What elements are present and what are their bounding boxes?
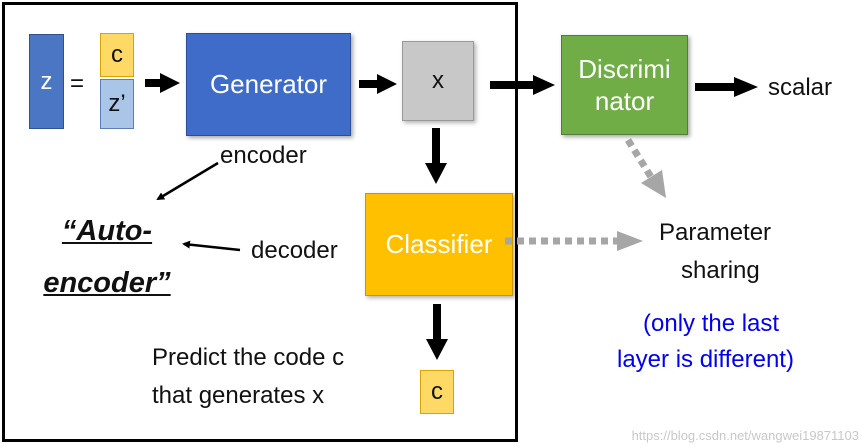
discriminator-label-line1: Discrimi (578, 54, 671, 84)
autoencoder-line2: encoder” (43, 267, 171, 299)
x-box: x (402, 41, 474, 121)
generator-label: Generator (209, 69, 328, 99)
classifier-box: Classifier (365, 193, 513, 296)
watermark: https://blog.csdn.net/wangwei19871103 (631, 428, 859, 443)
arrow-generator-to-x (359, 74, 397, 94)
predict-line1: Predict the code c (152, 344, 345, 371)
dotted-arrow-classifier-to-sharing (505, 231, 643, 251)
c-box: c (100, 33, 134, 77)
generator-frame (2, 2, 518, 442)
x-label: x (432, 67, 444, 94)
z-box: z (29, 34, 64, 129)
generator-box: Generator (186, 33, 351, 136)
note-line2: layer is different) (617, 346, 794, 373)
parameter-label: Parameter (659, 219, 772, 246)
equals-sign: = (70, 70, 85, 97)
discriminator-box: Discrimi nator (561, 35, 688, 135)
z-label: z (40, 67, 53, 95)
arrow-x-to-classifier (425, 128, 447, 184)
arrow-discriminator-to-scalar (695, 77, 758, 97)
autoencoder-line1: “Auto- (61, 215, 153, 247)
classifier-label: Classifier (385, 229, 493, 259)
dotted-arrow-discriminator-to-sharing (625, 138, 666, 198)
z-prime-label: z’ (108, 90, 126, 117)
arrow-z-to-generator (145, 73, 180, 93)
predict-line2: that generates x (152, 382, 325, 409)
autoencoder-label: “Auto- encoder” (32, 205, 182, 309)
scalar-label: scalar (768, 74, 833, 101)
arrow-decoder-to-autoencoder (182, 240, 241, 252)
decoder-label: decoder (251, 237, 338, 264)
output-c-box: c (420, 370, 454, 414)
arrow-x-to-discriminator (490, 75, 555, 95)
output-c-label: c (431, 378, 443, 405)
z-prime-box: z’ (100, 79, 134, 129)
arrow-classifier-to-c (426, 304, 448, 360)
sharing-label: sharing (681, 257, 760, 284)
discriminator-label-line2: nator (594, 86, 655, 116)
c-label: c (111, 41, 123, 68)
note-line1: (only the last (643, 310, 780, 337)
encoder-label: encoder (220, 142, 307, 169)
arrow-encoder-to-autoencoder (156, 161, 219, 201)
